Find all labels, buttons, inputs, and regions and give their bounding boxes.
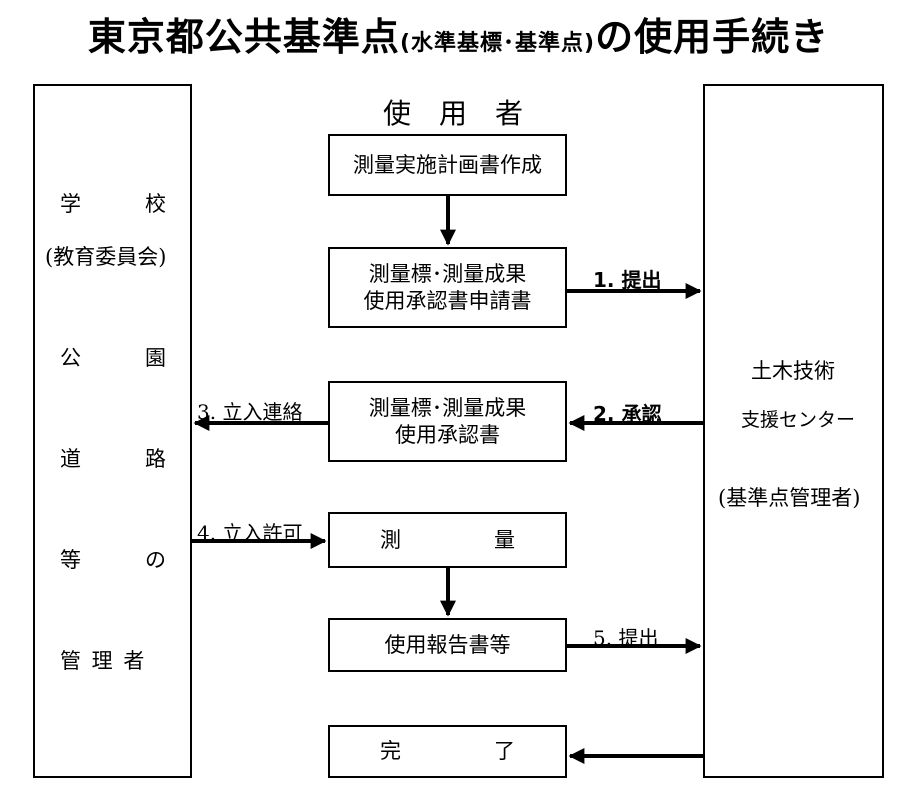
step-plan-text: 測量実施計画書作成	[353, 152, 542, 177]
support-center-column	[703, 84, 884, 778]
step-approval-line1: 測量標･測量成果	[368, 396, 527, 421]
title-suffix: の使用手続き	[595, 15, 830, 59]
step-application-line1: 測量標･測量成果	[368, 262, 527, 287]
manager-park-2: 園	[145, 346, 166, 370]
step-plan-box: 測量実施計画書作成	[328, 134, 567, 196]
manager-etc-2: の	[145, 548, 166, 572]
manager-park-1: 公	[60, 346, 81, 370]
center-line-1: 土木技術	[751, 359, 835, 383]
step-survey-char1: 測	[380, 527, 401, 552]
step-application-box: 測量標･測量成果 使用承認書申請書	[328, 247, 567, 328]
manager-etc-1: 等	[60, 548, 81, 572]
step-approval-box: 測量標･測量成果 使用承認書	[328, 381, 567, 462]
center-line-2: 支援センター	[741, 409, 856, 431]
step-report-text: 使用報告書等	[384, 632, 511, 657]
manager-school-2: 校	[145, 192, 166, 216]
manager-road-1: 道	[60, 447, 81, 471]
step-report-box: 使用報告書等	[328, 618, 567, 672]
manager-column	[33, 84, 192, 778]
page-title: 東京都公共基準点(水準基標･基準点)の使用手続き	[0, 6, 917, 61]
title-main: 東京都公共基準点	[87, 15, 400, 59]
manager-school-1: 学	[60, 192, 81, 216]
step-done-char2: 了	[494, 739, 515, 764]
step-done-box: 完 了	[328, 725, 567, 778]
title-paren: (水準基標･基準点)	[399, 31, 596, 56]
manager-education-board: (教育委員会)	[45, 245, 167, 269]
center-line-3: (基準点管理者)	[718, 486, 861, 510]
step-done-char1: 完	[380, 739, 401, 764]
arrow-label-submit-1: 1. 提出	[593, 268, 662, 292]
step-survey-box: 測 量	[328, 512, 567, 568]
arrow-label-contact-3: 3. 立入連絡	[197, 400, 303, 424]
step-approval-line2: 使用承認書	[395, 422, 500, 447]
manager-label: 管 理 者	[60, 649, 147, 673]
step-survey-char2: 量	[494, 527, 515, 552]
user-label: 使 用 者	[383, 97, 524, 130]
manager-road-2: 路	[145, 447, 166, 471]
step-application-line2: 使用承認書申請書	[363, 288, 532, 313]
